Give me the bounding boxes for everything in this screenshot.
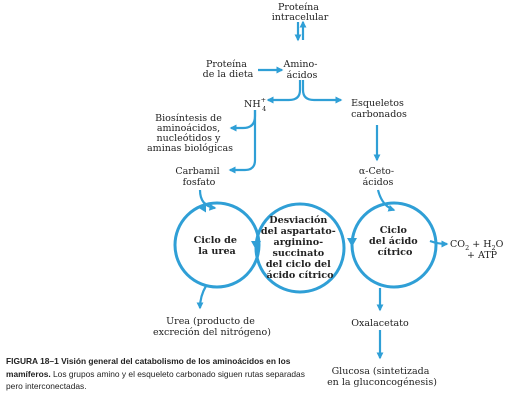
- label-citric-acid-cycle: Ciclo del ácido cítrico: [369, 225, 421, 258]
- label-carbon-skeletons: Esqueletos carbonados: [351, 98, 407, 120]
- urea-cycle-circle: [173, 201, 261, 289]
- label-intracellular-protein: Proteína intracelular: [272, 2, 329, 23]
- arrow-aminoacids-to-nh4: [266, 80, 302, 104]
- arrow-nh4-to-carbamil: [228, 110, 257, 174]
- arrow-urea-cycle-to-urea: [196, 285, 207, 310]
- caption-title: Visión general del catabolismo de los am…: [6, 356, 291, 379]
- arrow-aminoacids-to-skeletons: [301, 80, 343, 104]
- label-alpha-keto-acids: α-Ceto- ácidos: [359, 166, 397, 188]
- arrow-carbamil-to-urea-cycle: [198, 189, 217, 211]
- citric-acid-cycle-circle: [347, 201, 438, 289]
- label-urea-cycle: Ciclo de la urea: [194, 235, 241, 257]
- label-biosynthesis: Biosíntesis de aminoácidos, nucleótidos …: [147, 113, 233, 154]
- label-atp: + ATP: [467, 250, 498, 261]
- caption-body: Los grupos amino y el esqueleto carbonad…: [6, 368, 305, 392]
- label-dietary-protein: Proteína de la dieta: [203, 59, 254, 80]
- arrow-nh4-to-biosynthesis: [229, 110, 257, 132]
- label-oxaloacetate: Oxalacetato: [351, 318, 409, 329]
- label-aspartate-shunt: Desviación del aspartato- arginino- succ…: [261, 215, 339, 281]
- label-amino-acids: Amino- ácidos: [283, 59, 321, 81]
- figure-caption: FIGURA 18–1 Visión general del catabolis…: [6, 355, 306, 393]
- arrow-citric-to-co2: [429, 239, 449, 248]
- label-glucose: Glucosa (sintetizada en la gluconcogénes…: [327, 366, 437, 388]
- aspartate-shunt-circle: [251, 202, 346, 294]
- caption-label: FIGURA 18–1: [6, 356, 59, 366]
- label-urea-product: Urea (producto de excreción del nitrógen…: [153, 316, 271, 338]
- label-carbamoyl-phosphate: Carbamil fosfato: [175, 166, 222, 188]
- label-co2-h2o: CO2 + H2O: [450, 239, 504, 252]
- arrow-ketoacids-to-citric-cycle: [376, 189, 396, 212]
- label-ammonium: NH+4: [244, 96, 266, 113]
